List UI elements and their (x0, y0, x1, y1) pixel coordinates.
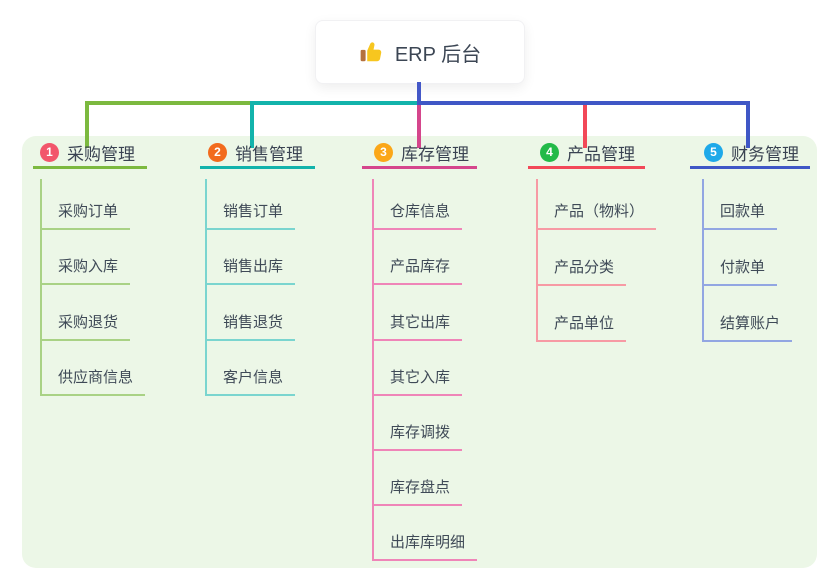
node-sales-order[interactable]: 销售订单 (205, 202, 296, 230)
node-product-stock[interactable]: 产品库存 (372, 257, 463, 285)
node-receipt-order[interactable]: 回款单 (702, 202, 778, 230)
node-outbound-detail[interactable]: 出库库明细 (372, 533, 478, 561)
node-stock-transfer[interactable]: 库存调拨 (372, 423, 463, 451)
connector-bus-green (85, 101, 254, 105)
root-node[interactable]: ERP 后台 (315, 20, 525, 84)
node-product-unit[interactable]: 产品单位 (536, 314, 627, 342)
node-payment-order[interactable]: 付款单 (702, 258, 778, 286)
connector-root-drop (417, 82, 421, 105)
branches-panel (22, 136, 817, 568)
node-purchase-order[interactable]: 采购订单 (40, 202, 131, 230)
node-sales-outbound[interactable]: 销售出库 (205, 257, 296, 285)
child-trunk-purchase (40, 179, 42, 396)
child-trunk-sales (205, 179, 207, 396)
branch-badge-1: 1 (40, 143, 59, 162)
child-trunk-inventory (372, 179, 374, 561)
node-customer-info[interactable]: 客户信息 (205, 368, 296, 396)
branch-label-purchase-mgmt[interactable]: 1 采购管理 (33, 143, 147, 169)
branch-label-sales-mgmt[interactable]: 2 销售管理 (200, 143, 315, 169)
connector-elbow-inventory (417, 105, 421, 148)
node-other-inbound[interactable]: 其它入库 (372, 368, 463, 396)
branch-label-text: 库存管理 (401, 145, 469, 164)
connector-elbow-purchase (85, 101, 89, 148)
branch-label-inventory-mgmt[interactable]: 3 库存管理 (362, 143, 477, 169)
branch-badge-3: 3 (374, 143, 393, 162)
child-trunk-finance (702, 179, 704, 342)
branch-badge-2: 2 (208, 143, 227, 162)
node-stock-check[interactable]: 库存盘点 (372, 478, 463, 506)
connector-bus-teal (252, 101, 419, 105)
root-title: ERP 后台 (394, 43, 482, 66)
branch-label-text: 产品管理 (567, 145, 635, 164)
node-product-category[interactable]: 产品分类 (536, 258, 627, 286)
node-settlement-account[interactable]: 结算账户 (702, 314, 793, 342)
branch-label-finance-mgmt[interactable]: 5 财务管理 (690, 143, 810, 169)
thumbs-up-icon (360, 42, 382, 62)
branch-badge-4: 4 (540, 143, 559, 162)
connector-elbow-finance (746, 101, 750, 148)
node-other-outbound[interactable]: 其它出库 (372, 313, 463, 341)
connector-bus-blue (417, 101, 750, 105)
node-supplier-info[interactable]: 供应商信息 (40, 368, 146, 396)
node-sales-return[interactable]: 销售退货 (205, 313, 296, 341)
node-purchase-return[interactable]: 采购退货 (40, 313, 131, 341)
connector-elbow-sales (250, 101, 254, 148)
branch-badge-5: 5 (704, 143, 723, 162)
node-purchase-inbound[interactable]: 采购入库 (40, 257, 131, 285)
node-warehouse-info[interactable]: 仓库信息 (372, 202, 463, 230)
node-product-material[interactable]: 产品（物料） (536, 202, 657, 230)
branch-label-text: 销售管理 (235, 145, 303, 164)
child-trunk-product (536, 179, 538, 342)
branch-label-text: 采购管理 (67, 145, 135, 164)
branch-label-product-mgmt[interactable]: 4 产品管理 (528, 143, 645, 169)
connector-elbow-product (583, 105, 587, 148)
branch-label-text: 财务管理 (731, 145, 799, 164)
